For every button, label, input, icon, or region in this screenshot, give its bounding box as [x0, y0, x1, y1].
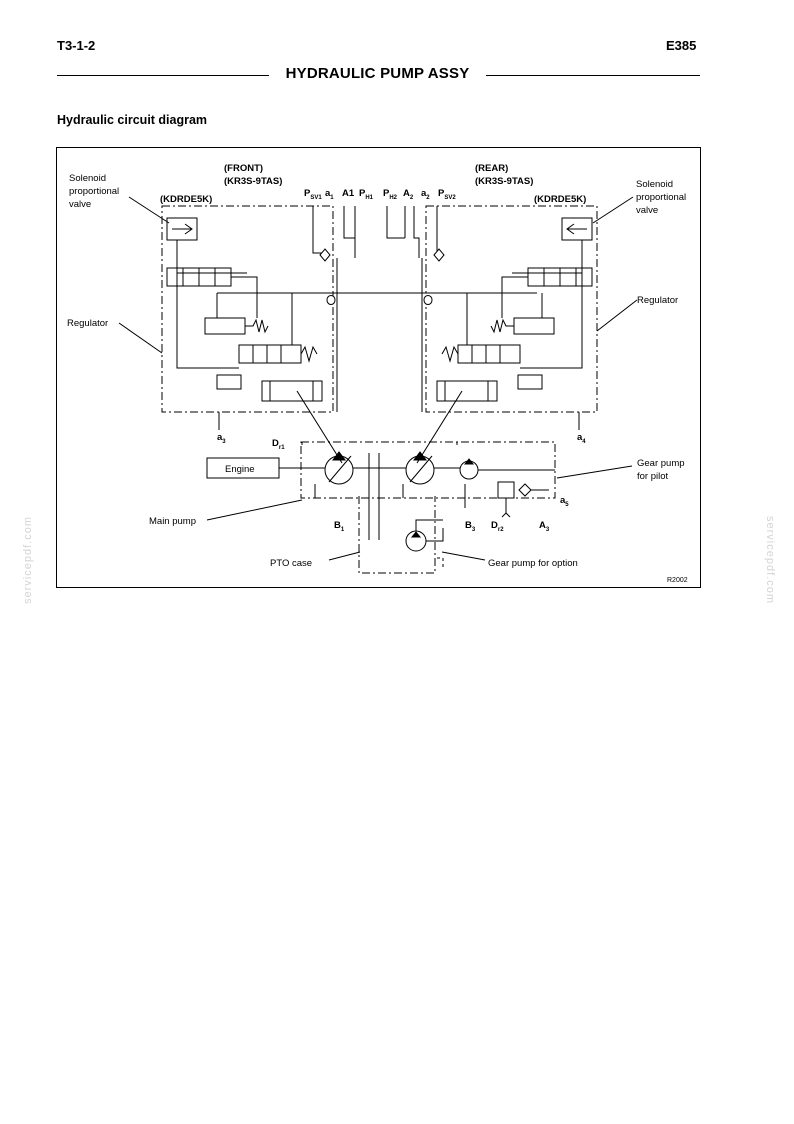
port-subscript: H2: [389, 195, 397, 201]
svg-text:valve: valve: [69, 199, 91, 210]
rear-model: (KR3S-9TAS): [475, 176, 533, 187]
left-regulator-model: (KDRDE5K): [160, 194, 212, 205]
svg-text:a5: a5: [560, 495, 569, 508]
hydraulic-circuit-figure: Solenoid proportional valve (FRONT) (KR3…: [56, 147, 701, 588]
port-label: a: [217, 432, 223, 443]
header-rule-right: [486, 75, 700, 76]
figure-code: R2002: [667, 577, 688, 584]
port-label: P: [359, 188, 366, 199]
pto-case-outline: [358, 496, 436, 574]
svg-text:A1: A1: [342, 188, 355, 199]
pto-case-label: PTO case: [270, 558, 312, 569]
port-subscript: 2: [426, 195, 430, 201]
model-code: E385: [666, 38, 697, 53]
header-rule-left: [57, 75, 269, 76]
port-label: a: [577, 432, 583, 443]
solenoid-right-line1: Solenoid: [636, 179, 673, 190]
port-label: D: [491, 520, 498, 531]
port-label: A1: [342, 188, 355, 199]
port-subscript: 3: [222, 439, 226, 445]
solenoid-left-line1: Solenoid: [69, 173, 106, 184]
left-regulator-housing: [161, 205, 334, 413]
svg-text:Solenoid: Solenoid: [69, 173, 106, 184]
port-subscript: r1: [279, 445, 285, 451]
svg-text:a2: a2: [421, 188, 430, 201]
port-label: a: [325, 188, 331, 199]
port-label: D: [272, 438, 279, 449]
solenoid-right-line2: proportional: [636, 192, 686, 203]
main-pump-label: Main pump: [149, 516, 196, 527]
solenoid-left-line2: proportional: [69, 186, 119, 197]
other-ports: a3 a4 Dr1 a5 B1 B3 Dr2 A3: [217, 432, 586, 533]
svg-text:PH1: PH1: [359, 188, 374, 201]
svg-text:PSV2: PSV2: [438, 188, 456, 201]
rear-label: (REAR): [475, 163, 508, 174]
port-subscript: 1: [330, 195, 334, 201]
port-subscript: 3: [472, 527, 476, 533]
port-subscript: r2: [498, 527, 504, 533]
right-solenoid-valve: [561, 217, 593, 241]
svg-text:A3: A3: [539, 520, 550, 533]
section-title: Hydraulic circuit diagram: [57, 113, 208, 127]
svg-text:A2: A2: [403, 188, 414, 201]
regulator-left-label: Regulator: [67, 318, 108, 329]
svg-text:PH2: PH2: [383, 188, 398, 201]
gear-pump-pilot-line2: for pilot: [637, 471, 669, 482]
port-subscript: 2: [410, 195, 414, 201]
right-regulator-model: (KDRDE5K): [534, 194, 586, 205]
front-model: (KR3S-9TAS): [224, 176, 282, 187]
port-label: P: [383, 188, 390, 199]
svg-text:a3: a3: [217, 432, 226, 445]
gear-pump-pilot-line1: Gear pump: [637, 458, 685, 469]
svg-text:proportional: proportional: [69, 186, 119, 197]
port-label: a: [421, 188, 427, 199]
port-subscript: SV2: [444, 195, 456, 201]
watermark-left: servicepdf.com: [22, 516, 34, 604]
port-subscript: SV1: [310, 195, 322, 201]
svg-text:B1: B1: [334, 520, 345, 533]
svg-text:Dr2: Dr2: [491, 520, 504, 533]
left-solenoid-valve: [166, 217, 198, 241]
front-label: (FRONT): [224, 163, 263, 174]
svg-text:a1: a1: [325, 188, 334, 201]
port-label: A: [403, 188, 410, 199]
port-subscript: 3: [546, 527, 550, 533]
circuit-diagram: Solenoid proportional valve (FRONT) (KR3…: [67, 163, 688, 584]
port-label: A: [539, 520, 546, 531]
engine-label: Engine: [225, 464, 255, 475]
port-subscript: 5: [565, 502, 569, 508]
page-code: T3-1-2: [57, 38, 96, 53]
pump-casing: [300, 441, 556, 499]
port-label: a: [560, 495, 566, 506]
svg-text:Dr1: Dr1: [272, 438, 285, 451]
top-ports: PSV1 a1 A1 PH1 PH2 A2 a2 PSV2: [304, 188, 456, 201]
svg-text:B3: B3: [465, 520, 476, 533]
solenoid-right-line3: valve: [636, 205, 658, 216]
svg-text:a4: a4: [577, 432, 586, 445]
document-title: HYDRAULIC PUMP ASSY: [285, 65, 470, 82]
port-subscript: 4: [582, 439, 586, 445]
gear-pump-option-label: Gear pump for option: [488, 558, 578, 569]
port-label: P: [438, 188, 445, 199]
port-label: B: [334, 520, 341, 531]
regulator-right-label: Regulator: [637, 295, 678, 306]
svg-text:PSV1: PSV1: [304, 188, 322, 201]
watermark-right: servicepdf.com: [764, 516, 776, 604]
solenoid-left-line3: valve: [69, 199, 91, 210]
port-subscript: H1: [365, 195, 373, 201]
port-subscript: 1: [341, 527, 345, 533]
right-regulator-housing: [425, 205, 598, 413]
port-label: B: [465, 520, 472, 531]
port-label: P: [304, 188, 311, 199]
